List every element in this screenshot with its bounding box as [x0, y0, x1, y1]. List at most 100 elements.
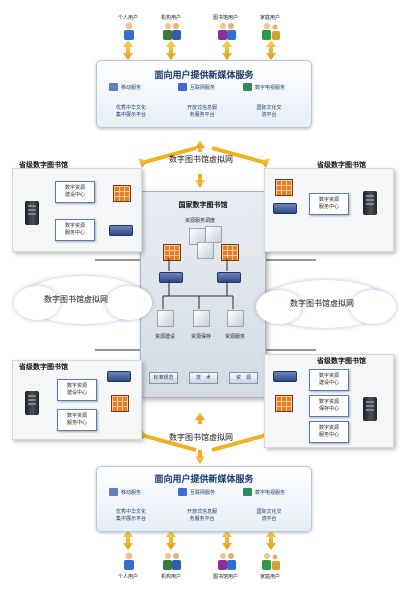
family-icon: [262, 23, 280, 40]
service-digital-tv: 数字电视服务: [255, 490, 286, 496]
server-icon: [363, 191, 377, 215]
router-icon: [109, 225, 133, 236]
service-center: 数字资源服务中心: [57, 409, 97, 431]
firewall-icon: [111, 395, 129, 412]
provincial-title: 省级数字图书馆: [317, 357, 366, 365]
server-icon: [363, 397, 377, 421]
firewall-icon: [275, 395, 293, 412]
function-service: 资源服务: [225, 334, 246, 340]
virtual-network-label-bottom: 数字图书馆虚拟网: [169, 433, 233, 442]
provincial-title: 省级数字图书馆: [19, 363, 68, 371]
arrow-fan-top: [138, 140, 270, 188]
arrow-user-top-2: [166, 40, 176, 60]
user-label-family: 家庭用户: [260, 15, 281, 21]
service-mobile: 移动服务: [121, 85, 142, 91]
service-center: 数字资源服务中心: [309, 193, 349, 215]
service-panel-top: 面向用户提供新媒体服务 移动服务 互联网服务 数字电视服务 优秀中华文化集中展示…: [96, 60, 312, 128]
function-construction: 资源建设: [155, 334, 176, 340]
cloud-right-puff: [256, 290, 302, 324]
construction-center: 数字资源建设中心: [57, 379, 97, 401]
service-center: 数字资源服务中心: [309, 421, 349, 443]
technology-button: 技 术: [189, 372, 218, 384]
people-icon: [163, 23, 181, 40]
router-icon: [273, 371, 297, 382]
national-title: 国家数字图书馆: [178, 201, 228, 209]
service-panel-title: 面向用户提供新媒体服务: [154, 475, 254, 485]
internet-icon: [178, 83, 187, 91]
mobile-phone-icon: [109, 83, 118, 91]
arrow-user-top-1: [123, 40, 133, 60]
server-icon: [25, 391, 39, 415]
function-storage: 资源保存: [191, 334, 212, 340]
user-label-institution: 机构用户: [161, 15, 182, 21]
service-panel-bottom: 面向用户提供新媒体服务 移动服务 互联网服务 数字电视服务 优秀中华文化集中展示…: [96, 466, 312, 532]
user-label-individual: 个人用户: [118, 574, 139, 580]
tv-icon: [243, 488, 252, 496]
router-icon: [273, 203, 297, 214]
provincial-library-top-right: 省级数字图书馆 数字资源服务中心: [264, 161, 394, 252]
arrow-user-top-3: [222, 40, 232, 60]
server-node-icon: [157, 310, 174, 327]
server-node-icon: [193, 310, 210, 327]
server-icon: [25, 201, 39, 225]
construction-center: 数字资源建设中心: [55, 181, 95, 203]
library-users-icon: [218, 23, 236, 40]
scheduling-label: 资源服务调度: [185, 218, 216, 224]
family-icon: [262, 553, 280, 570]
service-mobile: 移动服务: [121, 490, 142, 496]
arrow-user-top-4: [266, 40, 276, 60]
platform-international: 国际文化交流平台: [256, 509, 282, 522]
user-label-institution: 机构用户: [161, 574, 182, 580]
service-digital-tv: 数字电视服务: [255, 85, 286, 91]
internet-icon: [178, 488, 187, 496]
user-label-library: 图书馆用户: [213, 15, 239, 21]
provincial-title: 省级数字图书馆: [317, 161, 366, 169]
person-icon: [124, 22, 134, 40]
arrow-user-bottom-1: [123, 530, 133, 550]
people-icon: [163, 553, 181, 570]
cloud-right-puff: [350, 290, 396, 324]
firewall-icon: [163, 244, 181, 261]
server-node-icon: [197, 242, 214, 259]
service-internet: 互联网服务: [190, 85, 216, 91]
platform-international: 国际文化交流平台: [256, 105, 282, 118]
platform-culture: 优秀中华文化集中展示平台: [115, 105, 146, 118]
platform-open-info: 开放式信息服务服务平台: [186, 105, 217, 118]
virtual-network-label-right: 数字图书馆虚拟网: [290, 299, 354, 308]
arrow-user-bottom-2: [166, 530, 176, 550]
library-users-icon: [218, 553, 236, 570]
router-icon: [159, 272, 183, 283]
provincial-library-top-left: 省级数字图书馆 数字资源建设中心 数字资源服务中心: [12, 161, 142, 252]
cloud-left-puff: [106, 286, 152, 320]
server-node-icon: [227, 310, 244, 327]
construction-center: 数字资源建设中心: [309, 369, 349, 391]
resources-button: 资 源: [229, 372, 258, 384]
virtual-network-label-left: 数字图书馆虚拟网: [44, 295, 108, 304]
service-center: 数字资源服务中心: [55, 219, 95, 241]
provincial-library-bottom-left: 省级数字图书馆 数字资源建设中心 数字资源服务中心: [12, 360, 142, 440]
firewall-icon: [221, 244, 239, 261]
person-icon: [124, 552, 134, 570]
platform-culture: 优秀中华文化集中展示平台: [115, 509, 146, 522]
service-panel-title: 面向用户提供新媒体服务: [154, 71, 254, 81]
platform-open-info: 开放式信息服务服务平台: [186, 509, 217, 522]
arrow-user-bottom-4: [266, 530, 276, 550]
standards-button: 标准规范: [149, 372, 178, 384]
provincial-title: 省级数字图书馆: [19, 161, 68, 169]
firewall-icon: [275, 179, 293, 196]
router-icon: [217, 272, 241, 283]
firewall-icon: [113, 185, 131, 202]
user-label-library: 图书馆用户: [213, 574, 239, 580]
router-icon: [107, 371, 131, 382]
virtual-network-label-top: 数字图书馆虚拟网: [169, 155, 233, 164]
national-internal-lines: [162, 258, 234, 309]
national-library-panel: 国家数字图书馆 资源服务调度 资源建设 资源保存 资源服务 标准规范 技 术 资…: [140, 191, 266, 398]
mobile-phone-icon: [109, 488, 118, 496]
user-label-individual: 个人用户: [118, 15, 139, 21]
arrow-user-bottom-3: [222, 530, 232, 550]
storage-center: 数字资源保存中心: [309, 395, 349, 417]
tv-icon: [243, 83, 252, 91]
cloud-left-puff: [14, 286, 60, 320]
service-internet: 互联网服务: [190, 490, 216, 496]
